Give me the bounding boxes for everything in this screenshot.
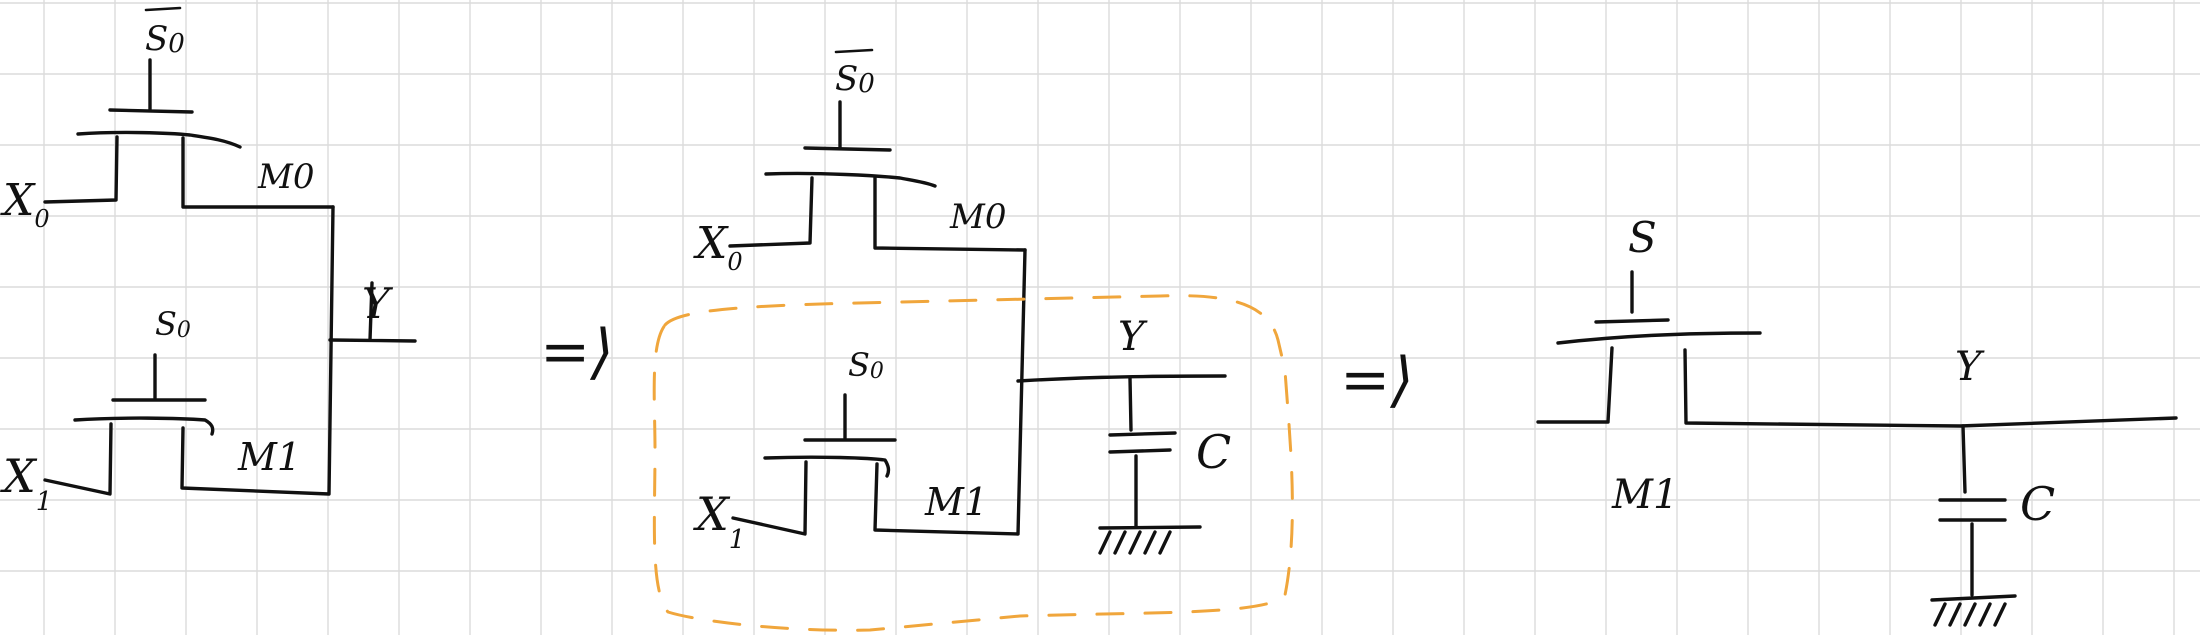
label-x0: X0: [0, 175, 50, 233]
label-y: Y: [1955, 344, 1985, 390]
label-m0: M0: [949, 197, 1006, 237]
wire-x1: [731, 460, 808, 536]
wire-x0: [43, 135, 119, 204]
gate-s0: [803, 393, 897, 442]
circuit-with-load-capacitor: S0 M0 X0 S0 X1 M1 Y C: [652, 48, 1294, 632]
overline-s0: [144, 6, 182, 12]
channel-m0: [76, 130, 242, 149]
wire-y-out: [328, 281, 417, 343]
label-x1: X1: [693, 487, 745, 555]
wire-x0: [728, 176, 814, 248]
label-m1: M1: [237, 435, 301, 479]
arrow-implies-2: =⟩: [1340, 345, 1414, 415]
label-c: C: [1196, 425, 1231, 479]
ground-symbol: [1930, 594, 2017, 627]
wire-x1: [43, 422, 113, 496]
gate-s0bar: [803, 100, 892, 152]
label-c: C: [2020, 477, 2055, 531]
wire-m0-output: [873, 176, 1027, 252]
channel-m1: [763, 455, 891, 478]
gate-s0: [111, 353, 207, 402]
overline-s0: [834, 48, 874, 54]
gate-s0bar: [108, 58, 194, 114]
label-s0-bar: S0: [835, 59, 875, 99]
label-s: S: [1628, 213, 1657, 262]
wire-y-out: [1016, 374, 1227, 383]
circuit-simplified: S Y M1 C: [1536, 213, 2178, 627]
label-y: Y: [362, 279, 394, 328]
wire-y-bus: [180, 205, 335, 496]
wire-y-drop: [1938, 424, 2007, 597]
ground-symbol: [1098, 525, 1202, 555]
circuit-pass-transistor-mux: S0 M0 X0 S0 X1 M1 Y: [0, 6, 417, 517]
arrow-implies-1: =⟩: [540, 317, 614, 387]
label-m1: M1: [924, 480, 988, 524]
wire-left: [1536, 346, 1614, 424]
channel-m1: [73, 416, 215, 436]
label-x0: X0: [693, 218, 743, 276]
label-m0: M0: [257, 157, 314, 197]
gate-s: [1556, 270, 1762, 345]
wire-right: [1683, 348, 2178, 428]
label-s0-bar: S0: [145, 19, 185, 59]
wire-m0-output: [181, 136, 335, 209]
label-m1: M1: [1611, 472, 1678, 518]
highlight-region: [652, 294, 1294, 632]
label-x1: X1: [0, 449, 52, 517]
capacitor-c: [1108, 376, 1177, 529]
wire-y-bus: [873, 248, 1027, 536]
label-y: Y: [1118, 314, 1148, 360]
label-s0: S0: [155, 305, 191, 343]
channel-m0: [764, 171, 937, 188]
label-s0: S0: [848, 346, 884, 384]
